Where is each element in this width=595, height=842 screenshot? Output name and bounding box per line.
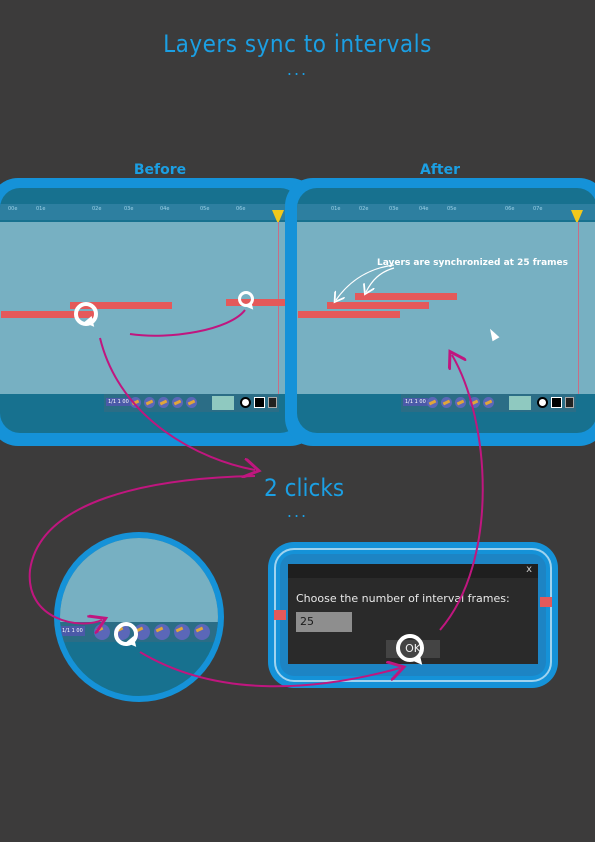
toolbar-button[interactable] [441,397,452,408]
interval-frames-input[interactable]: 25 [296,612,352,632]
zoom-layer-area [60,538,218,622]
before-label: Before [133,162,187,178]
toolbar-button[interactable] [194,624,210,640]
after-toolbar: 1/1 1 00 [401,394,576,412]
playhead-line [578,222,579,394]
before-ruler[interactable]: 00e 01e 02e 03e 04e 05e 06e [0,204,300,220]
ruler-tick: 06e [505,206,515,212]
after-layer-area[interactable]: Layers are synchronized at 25 frames [297,222,595,394]
arrow [99,337,255,470]
toolbar-button[interactable] [158,397,169,408]
playhead-marker-icon[interactable] [571,210,583,224]
toolbar-button[interactable] [172,397,183,408]
ruler-tick: 01e [331,206,341,212]
square-icon[interactable] [551,397,562,408]
toolbar-button[interactable] [134,624,150,640]
sync-interval-button[interactable] [427,397,438,408]
before-layer-area[interactable] [0,222,300,394]
layer-bar[interactable] [327,302,429,309]
arrow [366,267,395,292]
clicks-label: 2 clicks [264,474,345,502]
dialog-titlebar: x [288,564,538,578]
ruler-tick: 07e [533,206,543,212]
ruler-tick: 00e [8,206,18,212]
ruler-tick: 05e [200,206,210,212]
clicks-dots: ... [286,502,309,521]
toolbar-button[interactable] [154,624,170,640]
toolbar-button[interactable] [186,397,197,408]
after-timeline: 01e 02e 03e 04e 05e 06e 07e Layers are s… [297,188,595,433]
before-toolbar: 1/1 1 00 [104,394,279,412]
page-title: Layers sync to intervals [163,30,432,58]
layer-bar [540,597,552,607]
toolbar-field[interactable] [212,396,234,410]
click-cursor-icon [238,291,254,307]
arrow [336,264,395,300]
click-cursor-icon [74,302,98,326]
before-timeline: 00e 01e 02e 03e 04e 05e 06e 1/1 1 00 [0,188,300,433]
arrow [129,309,246,337]
layer-bar[interactable] [1,311,97,318]
toolbar-button[interactable] [483,397,494,408]
after-label: After [419,162,461,178]
dialog-frame: x Choose the number of interval frames: … [268,542,558,688]
ruler-tick: 05e [447,206,457,212]
close-icon[interactable]: x [526,564,532,575]
ruler-tick: 04e [160,206,170,212]
arrow [439,355,484,631]
toolbar-button[interactable] [455,397,466,408]
ruler-tick: 03e [124,206,134,212]
sync-annotation: Layers are synchronized at 25 frames [377,258,569,268]
toolbar-value: 1/1 1 00 [403,398,428,406]
layer-bar[interactable] [70,302,172,309]
dialog-prompt: Choose the number of interval frames: [296,592,510,605]
toolbar-button[interactable] [144,397,155,408]
layer-bar[interactable] [298,311,400,318]
after-ruler[interactable]: 01e 02e 03e 04e 05e 06e 07e [297,204,595,220]
click-cursor-icon [396,634,424,662]
square-icon[interactable] [268,397,277,408]
click-cursor-icon [114,622,138,646]
before-panel: 00e 01e 02e 03e 04e 05e 06e 1/1 1 00 [0,178,318,446]
arrow [28,475,256,623]
ruler-tick: 06e [236,206,246,212]
layer-bar[interactable] [355,293,457,300]
after-panel: 01e 02e 03e 04e 05e 06e 07e Layers are s… [285,178,595,446]
sync-interval-button[interactable] [130,397,141,408]
toolbar-button[interactable] [174,624,190,640]
zoom-view: 1/1 1 00 [60,538,218,696]
ruler-tick: 01e [36,206,46,212]
layer-bar [274,610,286,620]
ruler-tick: 02e [92,206,102,212]
arrow [139,651,400,688]
ruler-tick: 03e [389,206,399,212]
playhead-marker-icon[interactable] [272,210,284,224]
ruler-tick: 04e [419,206,429,212]
toolbar-value: 1/1 1 00 [60,626,85,636]
square-icon[interactable] [565,397,574,408]
layer-bar[interactable] [226,299,286,306]
toolbar-field[interactable] [509,396,531,410]
toolbar-button[interactable] [469,397,480,408]
interval-dialog: x Choose the number of interval frames: … [288,564,538,669]
pen-icon[interactable] [537,397,548,408]
playhead-line [278,222,279,394]
title-dots: ... [286,60,309,79]
toolbar-value: 1/1 1 00 [106,398,131,406]
square-icon[interactable] [254,397,265,408]
zoom-circle: 1/1 1 00 [54,532,224,702]
ruler-tick: 02e [359,206,369,212]
pen-icon[interactable] [240,397,251,408]
